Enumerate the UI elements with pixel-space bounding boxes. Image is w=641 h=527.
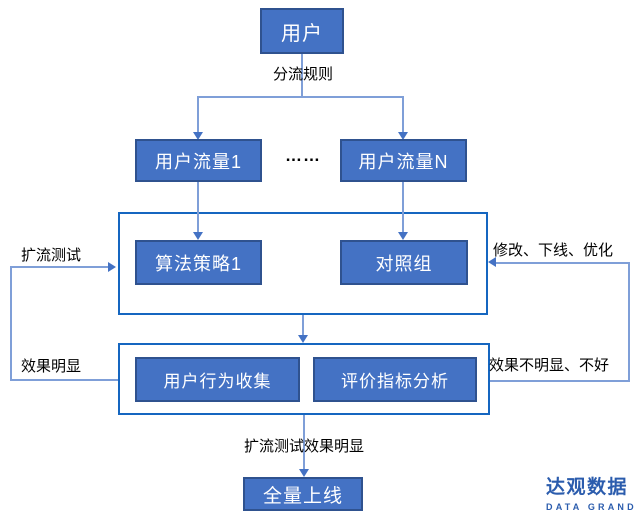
connector-user-down bbox=[301, 53, 303, 97]
datagrand-logo: 达观数据 DATA GRAND bbox=[546, 472, 636, 512]
arrow-down-icon bbox=[193, 232, 203, 240]
loop-right-top bbox=[496, 262, 630, 264]
label-expand-test-effect: 扩流测试效果明显 bbox=[243, 438, 364, 455]
connector-group1-to-group2 bbox=[302, 315, 304, 336]
arrow-down-icon bbox=[298, 335, 308, 343]
label-modify-offline-optimize: 修改、下线、优化 bbox=[493, 242, 614, 259]
node-behavior-collection: 用户行为收集 bbox=[135, 357, 300, 402]
label-split-rule: 分流规则 bbox=[272, 66, 333, 83]
arrow-left-icon bbox=[488, 257, 496, 267]
logo-text-cn: 达观数据 bbox=[546, 477, 629, 498]
node-user-traffic-1: 用户流量1 bbox=[135, 139, 262, 182]
node-user: 用户 bbox=[260, 8, 344, 54]
group-analysis-box bbox=[118, 343, 490, 415]
loop-right-bottom bbox=[490, 380, 630, 382]
loop-left-top bbox=[10, 266, 108, 268]
loop-right-vertical bbox=[628, 262, 630, 382]
node-control-group: 对照组 bbox=[340, 240, 468, 285]
loop-left-vertical bbox=[10, 266, 12, 381]
arrow-down-icon bbox=[193, 132, 203, 140]
arrow-down-icon bbox=[398, 232, 408, 240]
label-effect-obvious: 效果明显 bbox=[21, 358, 82, 375]
label-ellipsis: …… bbox=[285, 146, 321, 165]
connector-trafficN-to-control bbox=[402, 182, 404, 233]
node-user-traffic-n: 用户流量N bbox=[340, 139, 467, 182]
loop-left-bottom bbox=[10, 379, 118, 381]
group-strategy-box bbox=[118, 212, 488, 315]
arrow-down-icon bbox=[398, 132, 408, 140]
connector-traffic1-to-strategy bbox=[197, 182, 199, 233]
logo-text-en: DATA GRAND bbox=[546, 502, 637, 512]
label-effect-not-obvious: 效果不明显、不好 bbox=[489, 357, 610, 374]
arrow-down-icon bbox=[299, 469, 309, 477]
arrow-right-icon bbox=[108, 262, 116, 272]
connector-branch-left bbox=[197, 96, 199, 133]
connector-branch-right bbox=[402, 96, 404, 133]
connector-group2-to-launch bbox=[303, 415, 305, 470]
node-metric-analysis: 评价指标分析 bbox=[313, 357, 477, 402]
node-algorithm-strategy: 算法策略1 bbox=[135, 240, 262, 285]
node-full-launch: 全量上线 bbox=[243, 477, 363, 511]
label-expand-test: 扩流测试 bbox=[21, 247, 82, 264]
connector-branch-horizontal bbox=[197, 96, 404, 98]
